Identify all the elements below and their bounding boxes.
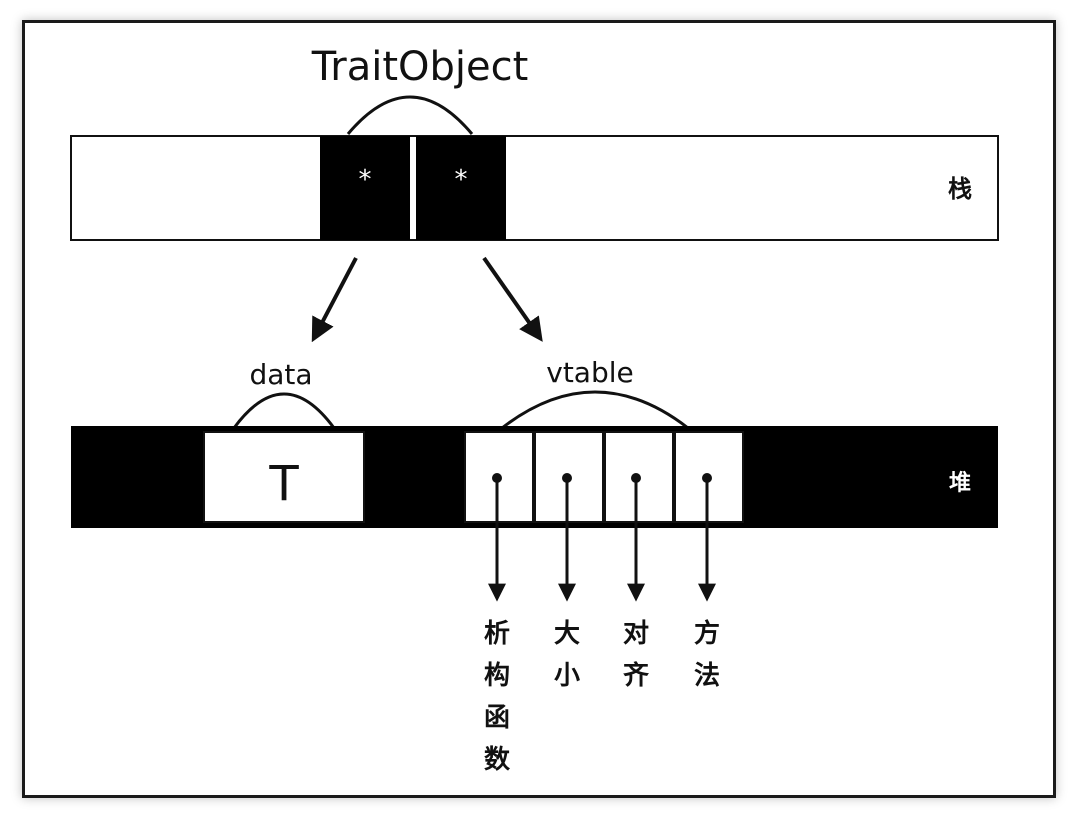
- vtable-label-size-0: 大: [554, 619, 580, 649]
- data-brace: [232, 392, 336, 429]
- vtable-label-align-1: 齐: [623, 660, 650, 691]
- vtable-label-size-1: 小: [554, 661, 580, 691]
- vtable-label-destructor-0: 析: [484, 619, 510, 649]
- stack-label: 栈: [948, 174, 972, 203]
- vtable-label-destructor-1: 构: [484, 661, 510, 691]
- heap-label: 堆: [949, 470, 971, 496]
- vtable-label-destructor-2: 函: [484, 703, 510, 733]
- data-label: data: [249, 358, 312, 391]
- stack-pointer-vtable-star: *: [455, 165, 468, 195]
- vtable-label-destructor-3: 数: [484, 745, 511, 775]
- data-type-t: T: [268, 456, 299, 512]
- trait-object-brace: [346, 95, 474, 135]
- data-pointer-arrow: [311, 257, 358, 343]
- stack-pointer-vtable: [416, 136, 506, 240]
- trait-object-title: TraitObject: [311, 44, 529, 90]
- stack-pointer-data: [320, 136, 410, 240]
- stack-bar: [70, 135, 999, 241]
- vtable-cells: [464, 431, 744, 523]
- vtable-cell-destructor: [464, 431, 534, 523]
- vtable-label-align-0: 对: [623, 619, 649, 649]
- vtable-label-method-1: 法: [694, 661, 720, 691]
- vtable-label-method-0: 方: [694, 618, 720, 649]
- data-box-t: [203, 431, 365, 523]
- stack-pointer-data-star: *: [359, 165, 372, 195]
- vtable-pointer-arrow: [482, 256, 543, 342]
- vtable-label: vtable: [546, 356, 634, 389]
- vtable-brace: [501, 390, 689, 430]
